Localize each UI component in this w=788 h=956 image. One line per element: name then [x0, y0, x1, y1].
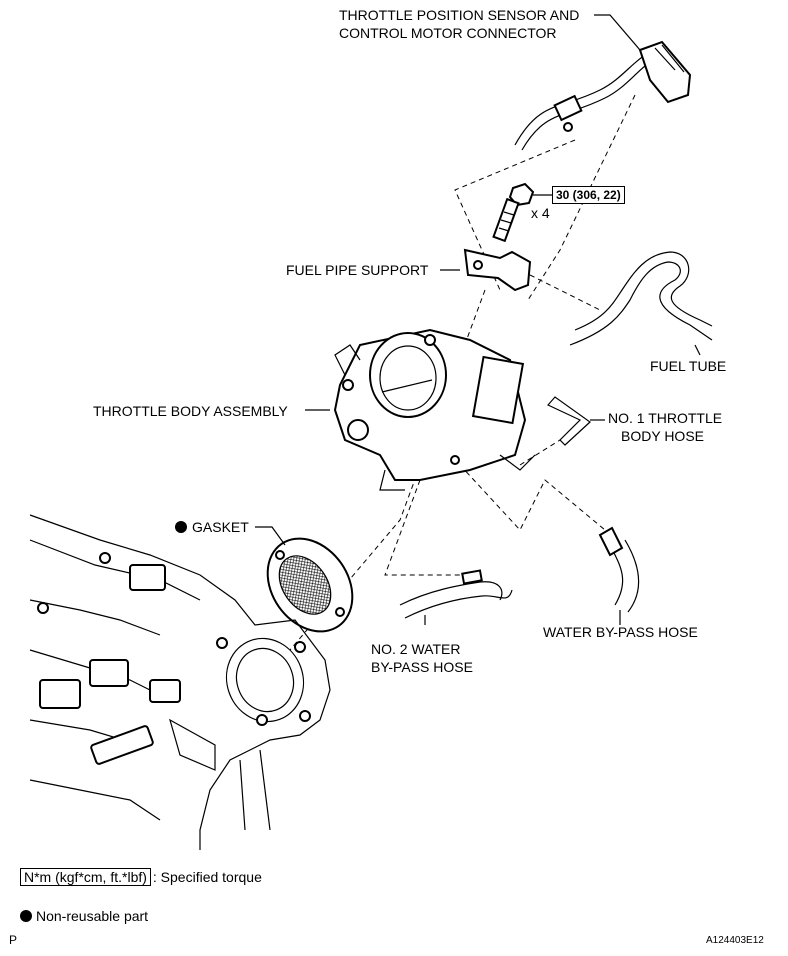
intake-manifold — [29, 514, 331, 850]
gasket-nonreusable-dot — [175, 521, 187, 533]
no1-throttle-hose-label-line2: BODY HOSE — [621, 428, 704, 444]
tps-connector-leader — [594, 14, 641, 51]
torque-legend-desc: : Specified torque — [152, 869, 262, 885]
fuel-pipe-support — [463, 248, 532, 292]
no2-water-bypass-hose — [399, 569, 513, 619]
fuel-tube — [569, 251, 713, 346]
gasket-leader — [255, 526, 286, 546]
gasket — [266, 537, 354, 633]
nonreusable-legend: Non-reusable part — [20, 907, 148, 925]
fuel-pipe-support-label: FUEL PIPE SUPPORT — [286, 262, 429, 278]
bolt — [492, 182, 535, 243]
water-bypass-hose-label: WATER BY-PASS HOSE — [543, 624, 698, 640]
figure-id: A124403E12 — [706, 935, 764, 946]
torque-spec-box: 30 (306, 22) — [552, 186, 625, 204]
tps-connector-label: THROTTLE POSITION SENSOR AND — [339, 7, 580, 23]
water-bypass-hose — [598, 526, 640, 613]
gasket-label: GASKET — [192, 519, 249, 535]
throttle-body — [333, 328, 536, 491]
fuel-tube-label: FUEL TUBE — [650, 358, 727, 374]
footer-left-code: P — [9, 933, 18, 947]
torque-unit-box: N*m (kgf*cm, ft.*lbf) — [20, 868, 151, 886]
no1-throttle-hose-label: NO. 1 THROTTLE — [608, 410, 723, 426]
no2-water-hose-label-line2: BY-PASS HOSE — [371, 659, 473, 675]
fuel-tube-leader — [694, 344, 701, 356]
nonreusable-legend-desc: Non-reusable part — [36, 908, 149, 924]
no1-throttle-body-hose — [547, 396, 591, 446]
bolt-quantity: x 4 — [531, 205, 550, 221]
tps-connector-label-line2: CONTROL MOTOR CONNECTOR — [339, 25, 557, 41]
nonreusable-dot-icon — [20, 910, 32, 922]
tps-connector-harness — [514, 40, 692, 151]
throttle-body-assembly-label: THROTTLE BODY ASSEMBLY — [93, 403, 288, 419]
torque-legend: N*m (kgf*cm, ft.*lbf): Specified torque — [20, 868, 262, 886]
no2-water-hose-label: NO. 2 WATER — [371, 641, 461, 657]
